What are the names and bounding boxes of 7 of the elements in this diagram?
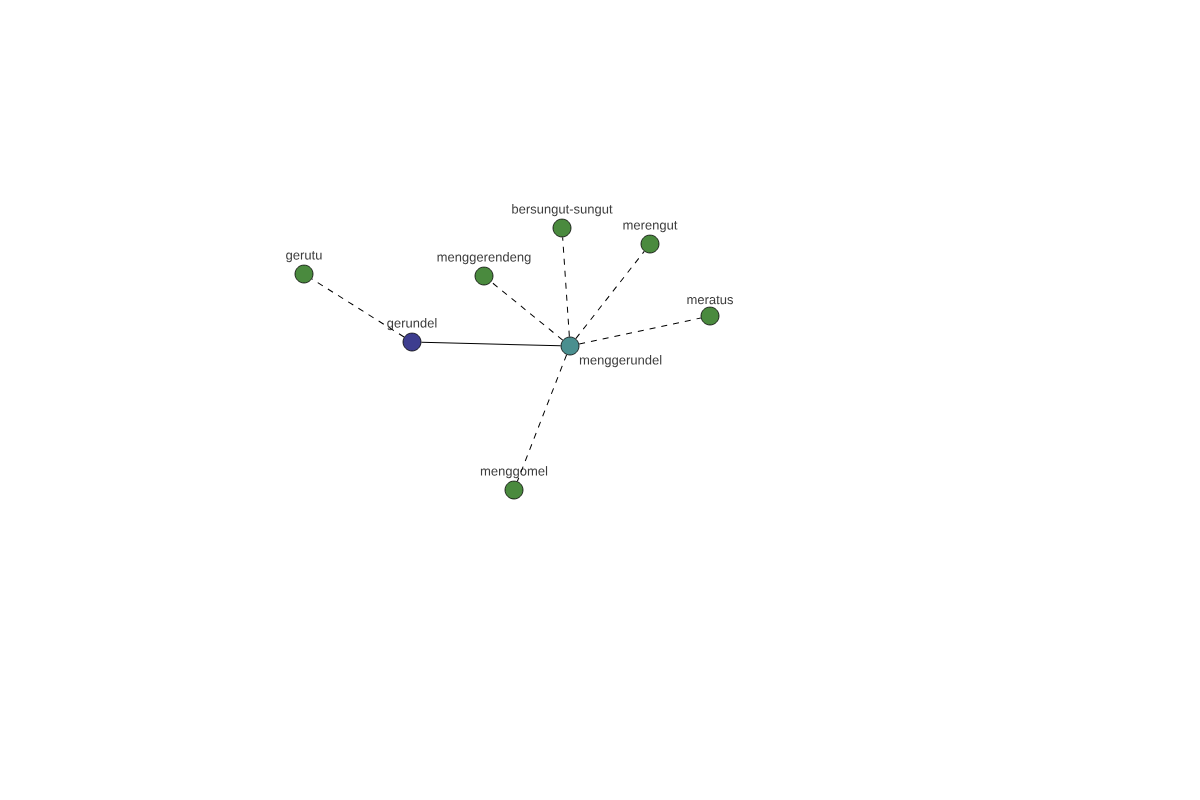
connector-line — [420, 341, 562, 347]
connector-line — [578, 317, 702, 345]
connector-line — [562, 236, 570, 338]
connector-line — [490, 281, 564, 341]
connector-line — [311, 278, 405, 338]
connector-line — [575, 250, 645, 340]
connector-line — [516, 354, 568, 482]
